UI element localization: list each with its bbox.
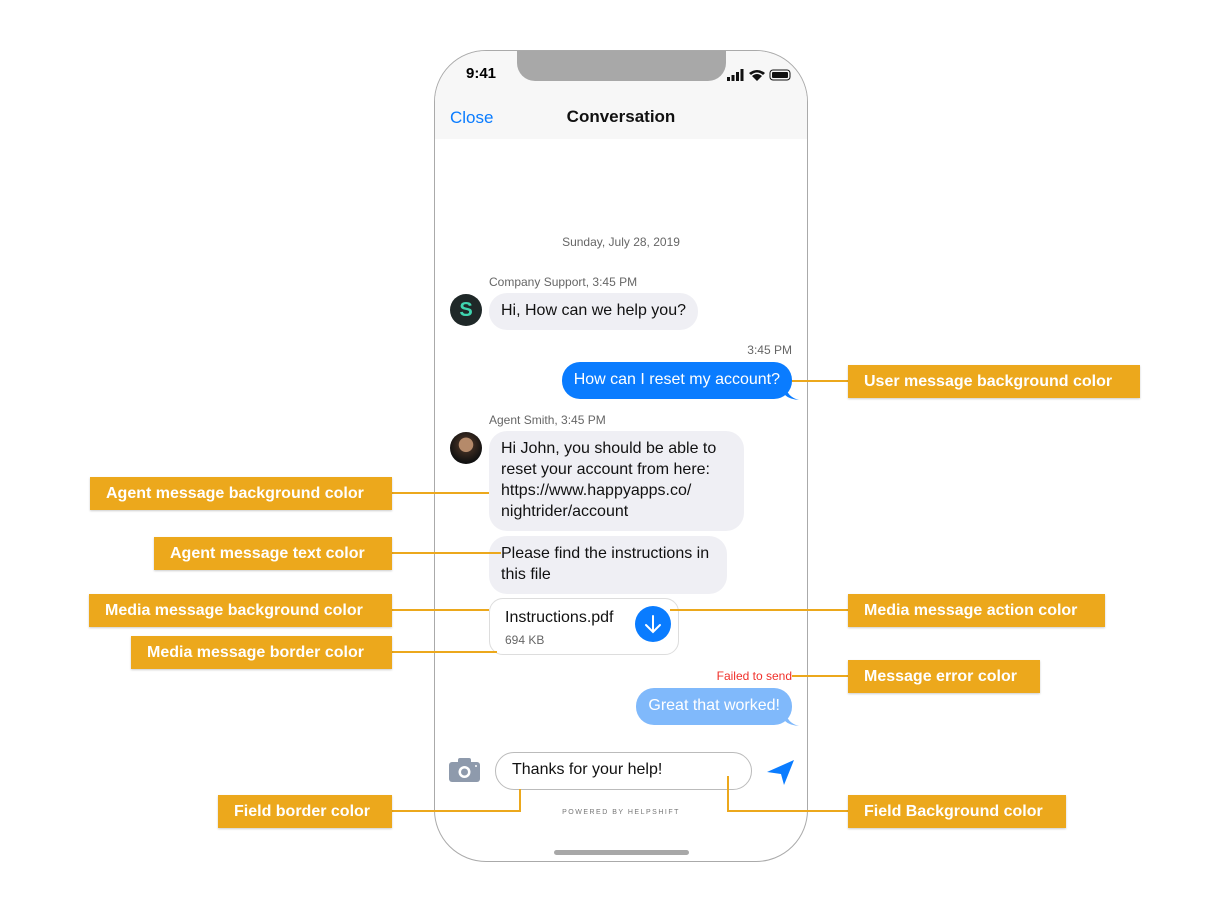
callout-line [519,789,521,812]
bubble-tail [785,385,799,400]
callout-media-bg: Media message background color [89,594,392,627]
callout-field-bg: Field Background color [848,795,1066,828]
message-line: Please find the instructions in [501,545,710,562]
home-indicator [554,850,689,855]
message-line: this file [501,566,551,583]
user-message: How can I reset my account? [561,362,792,399]
date-separator: Sunday, July 28, 2019 [562,235,680,249]
callout-line [792,380,848,382]
signal-wifi-battery-icon [727,69,791,81]
callout-line [392,552,501,554]
notch [517,51,726,81]
agent-message: Hi, How can we help you? [489,293,698,330]
camera-icon[interactable] [449,758,480,782]
status-icons [727,68,797,81]
send-icon[interactable] [767,760,794,785]
callout-line [792,675,848,677]
avatar: S [450,294,482,326]
powered-by: POWERED BY HELPSHIFT [562,809,680,816]
file-name: Instructions.pdf [505,609,614,626]
callout-line [392,492,489,494]
callout-agent-bg: Agent message background color [90,477,392,510]
avatar [450,432,482,464]
page-title: Conversation [566,107,676,126]
message-link[interactable]: https://www.happyapps.co/ [501,482,692,499]
callout-user-bg: User message background color [848,365,1140,398]
error-text: Failed to send [716,669,792,683]
message-link[interactable]: nightrider/account [501,503,629,520]
callout-line [727,810,848,812]
callout-field-border: Field border color [218,795,392,828]
user-message-failed[interactable]: Great that worked! [636,688,792,725]
agent-message: Hi John, you should be able to reset you… [489,431,744,531]
message-meta: Company Support, 3:45 PM [489,275,638,289]
bubble-tail [785,711,799,726]
download-button[interactable] [635,606,671,642]
callout-media-action: Media message action color [848,594,1105,627]
close-button[interactable]: Close [450,108,494,127]
message-input[interactable]: Thanks for your help! [495,752,752,790]
status-time: 9:41 [466,65,497,82]
callout-media-border: Media message border color [131,636,392,669]
agent-message: Please find the instructions in this fil… [489,536,727,594]
message-meta: 3:45 PM [747,343,792,357]
callout-error: Message error color [848,660,1040,693]
callout-line [670,609,848,611]
callout-agent-text: Agent message text color [154,537,392,570]
media-message: Instructions.pdf 694 KB [489,598,679,655]
callout-line [392,810,521,812]
callout-line [727,776,729,812]
message-line: Hi John, you should be able to [501,440,717,457]
message-line: reset your account from here: [501,461,710,478]
message-meta: Agent Smith, 3:45 PM [489,413,606,427]
callout-line [392,651,497,653]
callout-line [392,609,489,611]
arrow-down-icon [645,615,661,634]
file-size: 694 KB [505,633,545,647]
phone-frame: 9:41 Close Conversation Sunday, July 28,… [434,50,808,862]
